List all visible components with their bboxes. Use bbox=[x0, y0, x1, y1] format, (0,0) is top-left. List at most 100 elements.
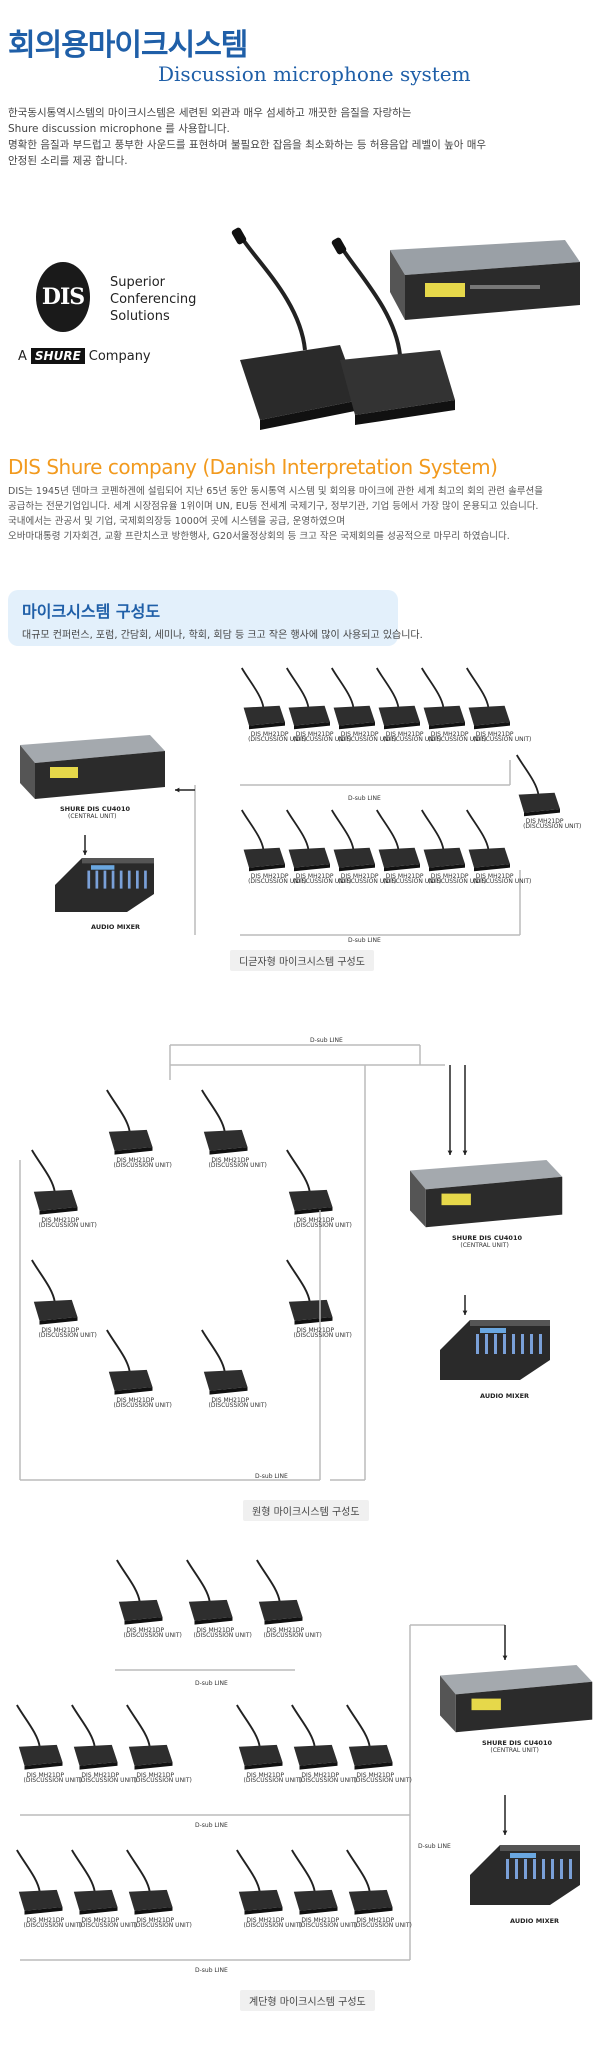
central-unit-icon bbox=[390, 240, 580, 320]
logo-tag-line: Solutions bbox=[110, 309, 170, 324]
microphone-icon bbox=[286, 809, 330, 872]
dis-text-line: 오바마대통령 기자회견, 교황 프란치스코 방한행사, G20서울정상회의 등 … bbox=[8, 531, 510, 542]
mic-unit-label: (DISCUSSION UNIT) bbox=[338, 878, 397, 886]
mic-unit-label: (DISCUSSION UNIT) bbox=[298, 1922, 357, 1930]
microphone-icon bbox=[241, 667, 285, 730]
mic-unit-label: (DISCUSSION UNIT) bbox=[243, 1922, 302, 1930]
logo-company: Company bbox=[88, 349, 151, 364]
microphone-icon bbox=[236, 1704, 283, 1770]
mic-model-label: DIS MH21DP bbox=[301, 1771, 340, 1779]
mic-model-label: DIS MH21DP bbox=[26, 1916, 65, 1924]
intro-line: Shure discussion microphone 를 사용합니다. bbox=[8, 123, 230, 135]
microphone-icon bbox=[331, 809, 375, 872]
mic-model-label: DIS MH21DP bbox=[296, 1216, 335, 1224]
microphone-icon bbox=[331, 237, 455, 425]
mic-unit-label: (DISCUSSION UNIT) bbox=[293, 1332, 352, 1340]
mic-unit-label: (DISCUSSION UNIT) bbox=[133, 1777, 192, 1785]
audio-mixer-icon bbox=[470, 1845, 580, 1905]
dsub-line-label: D-sub LINE bbox=[195, 1822, 228, 1829]
mic-model-label: DIS MH21DP bbox=[295, 873, 334, 880]
microphone-icon bbox=[256, 1559, 303, 1625]
microphone-icon bbox=[286, 1149, 333, 1215]
dsub-line-label: D-sub LINE bbox=[310, 1037, 343, 1044]
microphone-icon bbox=[231, 227, 360, 430]
mic-unit-label: (DISCUSSION UNIT) bbox=[248, 736, 307, 744]
central-unit-sub-label: (CENTRAL UNIT) bbox=[68, 813, 117, 820]
microphone-icon bbox=[291, 1849, 338, 1915]
mic-model-label: DIS MH21DP bbox=[296, 1326, 335, 1334]
shure-logo: SHURE bbox=[30, 348, 85, 364]
mic-model-label: DIS MH21DP bbox=[250, 731, 289, 738]
microphone-icon bbox=[241, 809, 285, 872]
intro-line: 한국동시통역시스템의 마이크시스템은 세련된 외관과 매우 섬세하고 깨끗한 음… bbox=[8, 107, 412, 119]
mic-unit-label: (DISCUSSION UNIT) bbox=[298, 1777, 357, 1785]
audio-mixer-icon bbox=[55, 858, 154, 912]
dsub-line-label: D-sub LINE bbox=[348, 795, 381, 802]
mic-unit-label: (DISCUSSION UNIT) bbox=[78, 1922, 137, 1930]
mic-model-label: DIS MH21DP bbox=[430, 731, 469, 738]
dsub-line-label: D-sub LINE bbox=[195, 1680, 228, 1687]
logo-tag-line: Superior bbox=[110, 275, 165, 290]
microphone-icon bbox=[71, 1849, 118, 1915]
mic-model-label: DIS MH21DP bbox=[246, 1916, 285, 1924]
page-title: 회의용마이크시스템 bbox=[8, 28, 248, 63]
microphone-icon bbox=[466, 667, 510, 730]
microphone-icon bbox=[126, 1704, 173, 1770]
logo-tag-line: Conferencing bbox=[110, 292, 197, 307]
mic-unit-label: (DISCUSSION UNIT) bbox=[428, 878, 487, 886]
central-unit-icon bbox=[440, 1665, 593, 1733]
mic-model-label: DIS MH21DP bbox=[126, 1626, 165, 1634]
central-unit-sub-label: (CENTRAL UNIT) bbox=[490, 1746, 539, 1754]
mic-model-label: DIS MH21DP bbox=[525, 818, 564, 825]
microphone-icon bbox=[106, 1329, 153, 1395]
mic-unit-label: (DISCUSSION UNIT) bbox=[113, 1402, 172, 1410]
mic-unit-label: (DISCUSSION UNIT) bbox=[383, 878, 442, 886]
mic-unit-label: (DISCUSSION UNIT) bbox=[208, 1402, 267, 1410]
mic-unit-label: (DISCUSSION UNIT) bbox=[113, 1162, 172, 1170]
mic-model-label: DIS MH21DP bbox=[475, 873, 514, 880]
microphone-icon bbox=[421, 667, 465, 730]
mic-model-label: DIS MH21DP bbox=[340, 873, 379, 880]
mic-model-label: DIS MH21DP bbox=[26, 1771, 65, 1779]
mic-unit-label: (DISCUSSION UNIT) bbox=[23, 1777, 82, 1785]
logo-a: A bbox=[18, 349, 27, 364]
mic-unit-label: (DISCUSSION UNIT) bbox=[208, 1162, 267, 1170]
microphone-icon bbox=[466, 809, 510, 872]
microphone-icon bbox=[31, 1149, 78, 1215]
central-unit-icon bbox=[20, 735, 165, 799]
arrow-head-icon bbox=[502, 1655, 508, 1660]
mic-unit-label: (DISCUSSION UNIT) bbox=[293, 878, 352, 886]
central-unit-sub-label: (CENTRAL UNIT) bbox=[460, 1241, 509, 1249]
mic-unit-label: (DISCUSSION UNIT) bbox=[383, 736, 442, 744]
mic-unit-label: (DISCUSSION UNIT) bbox=[38, 1222, 97, 1230]
microphone-icon bbox=[201, 1329, 248, 1395]
mic-model-label: DIS MH21DP bbox=[356, 1771, 395, 1779]
microphone-icon bbox=[376, 667, 420, 730]
audio-mixer-icon bbox=[440, 1320, 550, 1380]
mic-model-label: DIS MH21DP bbox=[340, 731, 379, 738]
mic-model-label: DIS MH21DP bbox=[211, 1156, 250, 1164]
dsub-line-label: D-sub LINE bbox=[195, 1967, 228, 1974]
dis-section-text: DIS는 1945년 덴마크 코펜하겐에 설립되어 지난 65년 동안 동시통역… bbox=[8, 484, 593, 544]
microphone-icon bbox=[186, 1559, 233, 1625]
microphone-icon bbox=[516, 754, 560, 817]
arrow-head-icon bbox=[175, 787, 180, 793]
arrow-head-icon bbox=[462, 1150, 468, 1155]
dis-text-line: 국내에서는 관공서 및 기업, 국제회의장등 1000여 곳에 시스템을 공급,… bbox=[8, 516, 346, 527]
mic-model-label: DIS MH21DP bbox=[211, 1396, 250, 1404]
mic-model-label: DIS MH21DP bbox=[385, 873, 424, 880]
dsub-line-label: D-sub LINE bbox=[348, 937, 381, 944]
central-unit-label: SHURE DIS CU4010 bbox=[482, 1738, 553, 1747]
intro-line: 안정된 소리를 제공 합니다. bbox=[8, 155, 128, 167]
diagram-caption-u-shape: 디귿자형 마이크시스템 구성도 bbox=[230, 950, 374, 971]
mic-model-label: DIS MH21DP bbox=[301, 1916, 340, 1924]
microphone-icon bbox=[286, 667, 330, 730]
mic-unit-label: (DISCUSSION UNIT) bbox=[193, 1632, 252, 1640]
diagram-caption-step: 계단형 마이크시스템 구성도 bbox=[240, 1990, 375, 2011]
dis-text-line: DIS는 1945년 덴마크 코펜하겐에 설립되어 지난 65년 동안 동시통역… bbox=[8, 486, 544, 497]
microphone-icon bbox=[116, 1559, 163, 1625]
dsub-line-label: D-sub LINE bbox=[255, 1473, 288, 1480]
mic-model-label: DIS MH21DP bbox=[116, 1396, 155, 1404]
